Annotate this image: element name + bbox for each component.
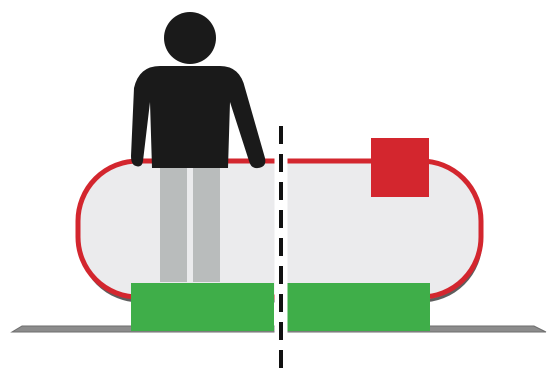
person-legs-inside <box>160 166 220 282</box>
support-base-right <box>287 283 430 331</box>
person-head <box>164 12 216 64</box>
person-icon <box>131 12 266 169</box>
support-base-left <box>131 283 274 331</box>
left-leg-inside <box>160 166 187 282</box>
right-leg-inside <box>193 166 220 282</box>
person-torso <box>131 66 266 169</box>
square-marker <box>371 138 429 197</box>
